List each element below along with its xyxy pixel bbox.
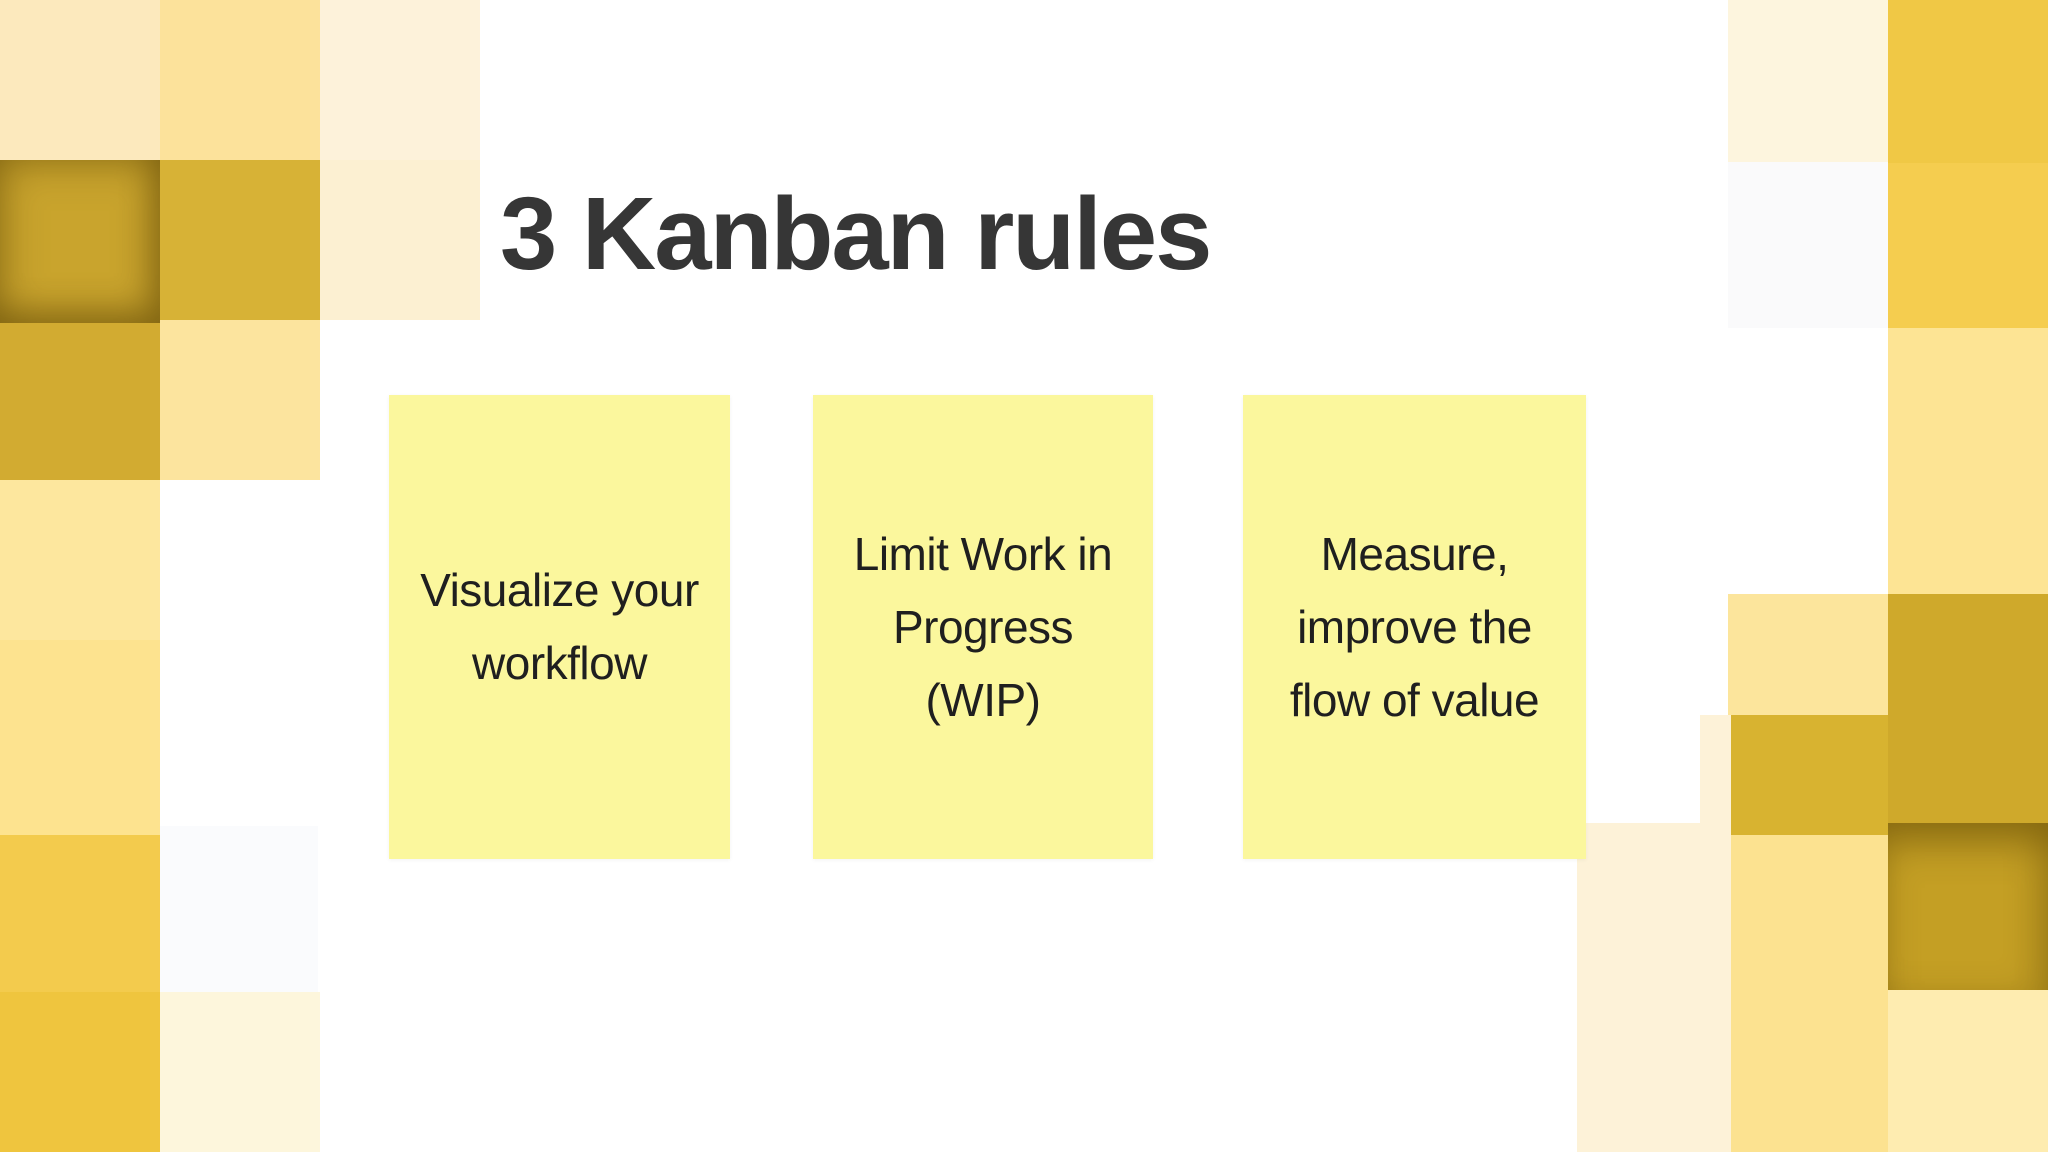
sticky-note-3-text: Measure, improve the flow of value: [1289, 527, 1540, 726]
mosaic-tile: [1888, 328, 2048, 594]
sticky-note-1-text: Visualize your workflow: [420, 564, 699, 689]
mosaic-tile: [160, 0, 320, 160]
mosaic-tile: [1728, 0, 1888, 162]
mosaic-tile: [1728, 594, 1888, 715]
sticky-note-1: Visualize your workflow: [389, 395, 730, 859]
mosaic-tile: [1888, 163, 2048, 328]
mosaic-tile: [1888, 823, 2048, 990]
mosaic-tile: [1728, 835, 1888, 1152]
sticky-note-2: Limit Work in Progress (WIP): [813, 395, 1153, 859]
mosaic-tile: [320, 160, 480, 320]
mosaic-tile: [0, 323, 160, 480]
mosaic-tile: [0, 640, 160, 835]
mosaic-tile: [1728, 715, 1888, 835]
mosaic-tile: [1888, 0, 2048, 163]
mosaic-tile: [0, 992, 160, 1152]
mosaic-tile: [1888, 990, 2048, 1152]
slide-title: 3 Kanban rules: [500, 176, 1212, 291]
sticky-note-3: Measure, improve the flow of value: [1243, 395, 1586, 859]
mosaic-tile: [0, 835, 160, 992]
mosaic-tile: [160, 826, 318, 992]
mosaic-tile: [160, 992, 320, 1152]
mosaic-tile: [1728, 162, 1888, 328]
mosaic-tile: [1700, 715, 1731, 1152]
mosaic-tile: [0, 160, 160, 323]
mosaic-tile: [160, 320, 320, 480]
sticky-note-2-text: Limit Work in Progress (WIP): [853, 527, 1113, 726]
mosaic-tile: [160, 160, 320, 320]
mosaic-tile: [1888, 594, 2048, 823]
mosaic-tile: [1577, 823, 1703, 1152]
mosaic-tile: [320, 0, 480, 160]
mosaic-tile: [0, 480, 160, 640]
mosaic-tile: [0, 0, 160, 160]
